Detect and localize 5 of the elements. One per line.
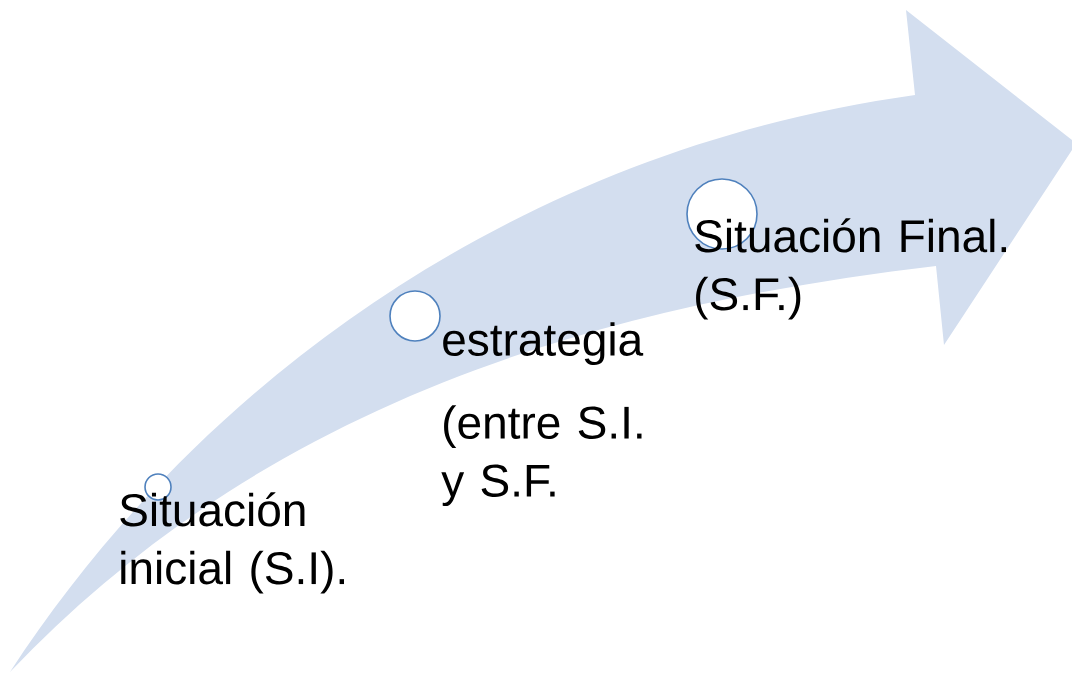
label-text: Situación Final. (S.F.) <box>695 218 1006 320</box>
label-text: estrategia <box>443 322 644 366</box>
label-text: (entre S.I. y S.F. <box>441 405 642 507</box>
circle <box>389 290 441 342</box>
label-text: Situación inicial (S.I). <box>120 492 344 594</box>
